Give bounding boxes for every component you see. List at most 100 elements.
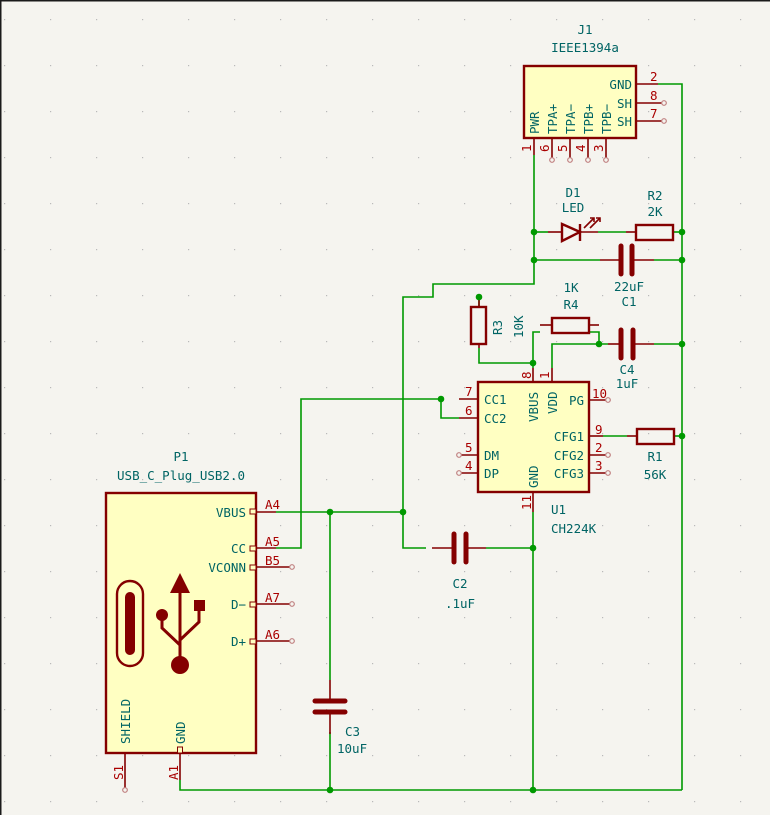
grid-dot — [694, 111, 696, 113]
grid-dot — [234, 111, 236, 113]
pin-name: CC — [231, 541, 246, 556]
grid-dot — [510, 525, 512, 527]
resistor-r1[interactable]: R1 56K — [627, 427, 676, 482]
grid-dot — [4, 295, 6, 297]
grid-dot — [464, 203, 466, 205]
light-emission-arrows-icon — [583, 217, 601, 229]
capacitor-c2[interactable]: C2 .1uF — [432, 531, 486, 611]
pin-number: 4 — [465, 458, 473, 473]
wire-r4-right[interactable] — [590, 331, 600, 344]
wire-r3-bottom[interactable] — [478, 348, 534, 368]
d1-value: LED — [562, 200, 585, 215]
grid-dot — [464, 19, 466, 21]
grid-dot — [464, 617, 466, 619]
grid-dot — [142, 387, 144, 389]
grid-dot — [96, 341, 98, 343]
pin-number: 6 — [537, 144, 552, 152]
grid-dot — [142, 203, 144, 205]
grid-dot — [326, 65, 328, 67]
grid-dot — [694, 617, 696, 619]
wire-gnd-rail[interactable] — [658, 83, 683, 790]
grid-dot — [556, 663, 558, 665]
pin-number: 5 — [465, 440, 473, 455]
wire-r4-left[interactable] — [532, 331, 540, 363]
wire-vbus-left-rail[interactable] — [402, 260, 535, 549]
wire-cc2[interactable] — [440, 399, 459, 419]
pin-name: PWR — [527, 111, 542, 134]
grid-dot — [602, 249, 604, 251]
capacitor-c4[interactable]: C4 1uF — [608, 327, 654, 391]
grid-dot — [694, 387, 696, 389]
pin-name: CFG1 — [554, 429, 584, 444]
grid-dot — [648, 341, 650, 343]
junction-dot — [678, 228, 686, 236]
grid-dot — [50, 157, 52, 159]
grid-dot — [326, 111, 328, 113]
pin-name: TPA+ — [545, 104, 560, 134]
junction-dot — [326, 508, 334, 516]
no-connect-marker — [603, 157, 609, 163]
grid-dot — [234, 203, 236, 205]
grid-dot — [50, 663, 52, 665]
wire-vdd-c4[interactable] — [551, 343, 608, 368]
connector-j1[interactable]: J1 IEEE1394a 2 8 7 GND SH SH 1 6 5 4 3 P… — [519, 22, 667, 163]
grid-dot — [280, 801, 282, 803]
grid-dot — [648, 65, 650, 67]
ic-u1[interactable]: 7 6 5 4 CC1 CC2 DM DP 8 1 VBUS VDD 10 9 … — [456, 368, 611, 536]
junction-dot — [595, 340, 603, 348]
grid-dot — [188, 249, 190, 251]
grid-dot — [234, 479, 236, 481]
resistor-r4[interactable]: 1K R4 — [540, 280, 599, 335]
wire-gnd-bus[interactable] — [179, 780, 682, 791]
grid-dot — [280, 157, 282, 159]
grid-dot — [418, 663, 420, 665]
grid-dot — [50, 111, 52, 113]
pin-name: SH — [617, 96, 632, 111]
pin-name: VCONN — [208, 560, 246, 575]
grid-dot — [96, 65, 98, 67]
grid-dot — [280, 571, 282, 573]
pin-number: 5 — [555, 144, 570, 152]
junction-dot — [475, 293, 483, 301]
c3-ref: C3 — [345, 724, 360, 739]
grid-dot — [188, 341, 190, 343]
grid-dot — [96, 801, 98, 803]
led-d1[interactable]: D1 LED — [548, 185, 601, 243]
grid-dot — [96, 525, 98, 527]
grid-dot — [4, 663, 6, 665]
p1-value: USB_C_Plug_USB2.0 — [117, 468, 245, 483]
grid-dot — [234, 295, 236, 297]
resistor-r3[interactable]: R3 10K — [469, 297, 526, 348]
grid-dot — [694, 157, 696, 159]
grid-dot — [602, 663, 604, 665]
grid-dot — [96, 249, 98, 251]
grid-dot — [740, 157, 742, 159]
capacitor-c3[interactable]: C3 10uF — [312, 680, 367, 756]
grid-dot — [50, 295, 52, 297]
diode-triangle-icon — [560, 222, 583, 243]
grid-dot — [740, 663, 742, 665]
grid-dot — [372, 19, 374, 21]
grid-dot — [740, 433, 742, 435]
usb-c-plug-p1[interactable]: P1 USB_C_Plug_USB2.0 A4 A5 B5 A7 A6 VBUS… — [104, 449, 295, 793]
grid-dot — [4, 525, 6, 527]
grid-dot — [4, 479, 6, 481]
pin-number: B5 — [265, 553, 280, 568]
grid-dot — [740, 295, 742, 297]
grid-dot — [648, 663, 650, 665]
u1-ref: U1 — [551, 502, 566, 517]
pin-name: D− — [231, 597, 246, 612]
pin-name: DM — [484, 448, 499, 463]
capacitor-c1[interactable]: 22uF C1 — [600, 243, 654, 309]
grid-dot — [50, 709, 52, 711]
grid-dot — [188, 111, 190, 113]
pin-marker — [249, 545, 257, 552]
pin-number: 6 — [465, 403, 473, 418]
grid-dot — [602, 479, 604, 481]
grid-dot — [326, 295, 328, 297]
resistor-r2[interactable]: R2 2K — [626, 188, 675, 242]
grid-dot — [694, 479, 696, 481]
wire-cc[interactable] — [276, 398, 444, 549]
grid-dot — [234, 65, 236, 67]
